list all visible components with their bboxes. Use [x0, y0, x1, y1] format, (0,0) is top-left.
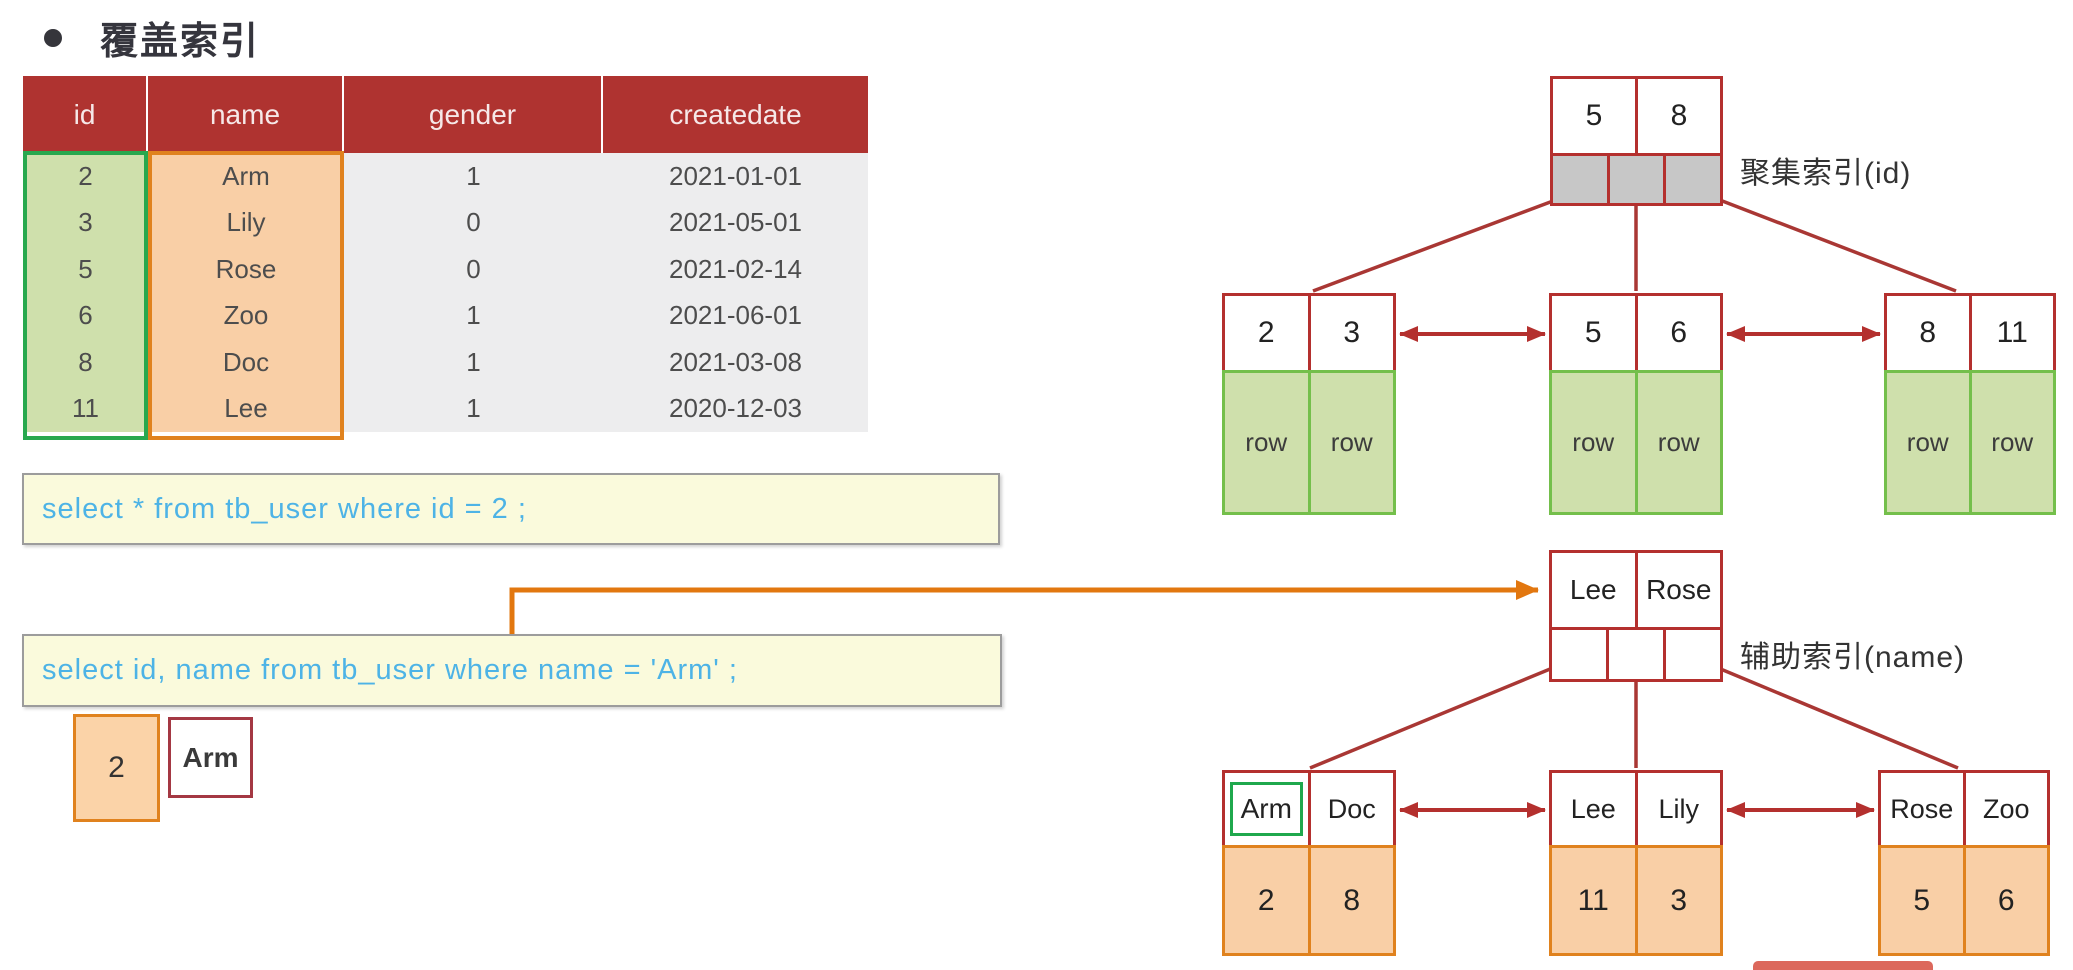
table-row: 5 Rose 0 2021-02-14 [23, 246, 868, 293]
sql-query-box-2: select id, name from tb_user where name … [22, 634, 1002, 707]
column-header-gender: gender [344, 76, 603, 153]
column-header-createdate: createdate [603, 76, 868, 153]
key-cell: Lee [1549, 770, 1638, 848]
cell-gender: 1 [344, 292, 603, 339]
result-name-box: Arm [168, 717, 253, 798]
sql-query-box-1: select * from tb_user where id = 2 ; [22, 473, 1000, 545]
cell-id: 3 [23, 199, 148, 246]
key-cell: Lily [1637, 770, 1723, 848]
id-value-cell: 3 [1637, 845, 1723, 956]
secondary-leaf-node: Lee Lily 11 3 [1549, 770, 1723, 956]
cell-name: Lily [148, 199, 344, 246]
user-table-header: id name gender createdate [23, 76, 868, 153]
table-row: 8 Doc 1 2021-03-08 [23, 339, 868, 386]
column-header-id: id [23, 76, 148, 153]
id-value-cell: 11 [1549, 845, 1638, 956]
cell-id: 5 [23, 246, 148, 293]
table-row: 3 Lily 0 2021-05-01 [23, 199, 868, 246]
table-row: 6 Zoo 1 2021-06-01 [23, 292, 868, 339]
table-row: 11 Lee 1 2020-12-03 [23, 385, 868, 432]
sql-query-1-text: select * from tb_user where id = 2 ; [42, 492, 527, 525]
sql-query-2-text: select id, name from tb_user where name … [42, 654, 738, 686]
secondary-index-label: 辅助索引(name) [1740, 641, 1966, 674]
cell-name: Rose [148, 246, 344, 293]
row-data-cell: row [1884, 370, 1972, 515]
cell-gender: 0 [344, 199, 603, 246]
secondary-leaf-node: Rose Zoo 5 6 [1878, 770, 2050, 956]
clustered-index-label: 聚集索引(id) [1740, 157, 1912, 190]
id-value-cell: 8 [1310, 845, 1396, 956]
cell-gender: 1 [344, 339, 603, 386]
key-cell: 8 [1884, 293, 1972, 373]
result-id-box: 2 [73, 714, 160, 822]
cell-gender: 1 [344, 153, 603, 200]
bullet-icon [44, 28, 62, 47]
cell-createdate: 2021-06-01 [603, 292, 868, 339]
key-cell-highlighted: Arm [1222, 770, 1311, 848]
cell-gender: 1 [344, 385, 603, 432]
pointer-cell [1549, 627, 1609, 682]
cell-name: Arm [148, 153, 344, 200]
user-table: id name gender createdate 2 Arm 1 2021-0… [23, 76, 868, 432]
key-cell: Lee [1549, 550, 1638, 630]
key-cell: 5 [1549, 293, 1638, 373]
secondary-root-node: Lee Rose [1549, 550, 1723, 682]
secondary-root-keys: Lee Rose [1549, 550, 1723, 630]
row-data-cell: row [1222, 370, 1311, 515]
cell-createdate: 2021-03-08 [603, 339, 868, 386]
cell-name: Lee [148, 385, 344, 432]
pointer-cell [1666, 627, 1723, 682]
key-cell: 8 [1638, 76, 1723, 156]
cell-name: Zoo [148, 292, 344, 339]
cell-gender: 0 [344, 246, 603, 293]
table-row: 2 Arm 1 2021-01-01 [23, 153, 868, 200]
pointer-cell [1666, 153, 1724, 206]
key-cell: 3 [1310, 293, 1396, 373]
cell-id: 8 [23, 339, 148, 386]
key-cell: Rose [1637, 550, 1723, 630]
row-data-cell: row [1971, 370, 2056, 515]
bottom-logo-sliver [1753, 961, 1933, 970]
id-value-cell: 5 [1878, 845, 1966, 956]
pointer-cell [1609, 153, 1667, 206]
key-cell: 11 [1971, 293, 2056, 373]
cell-id: 11 [23, 385, 148, 432]
key-cell: 5 [1550, 76, 1638, 156]
key-cell: Doc [1310, 770, 1396, 848]
row-data-cell: row [1549, 370, 1638, 515]
cell-id: 6 [23, 292, 148, 339]
cell-createdate: 2021-02-14 [603, 246, 868, 293]
pointer-cell [1609, 627, 1666, 682]
cell-createdate: 2020-12-03 [603, 385, 868, 432]
clustered-tree-edges [1312, 190, 1957, 293]
page-title: 覆盖索引 [100, 21, 261, 63]
clustered-root-node: 5 8 [1550, 76, 1724, 206]
secondary-leaf-node: Arm Doc 2 8 [1222, 770, 1396, 956]
row-data-cell: row [1310, 370, 1396, 515]
id-value-cell: 6 [1965, 845, 2050, 956]
cell-createdate: 2021-01-01 [603, 153, 868, 200]
clustered-leaf-node: 2 3 row row [1222, 293, 1396, 515]
pointer-cell [1550, 153, 1610, 206]
clustered-leaf-node: 8 11 row row [1884, 293, 2056, 515]
slide-title-row: 覆盖索引 [44, 10, 260, 65]
key-cell: Zoo [1965, 770, 2050, 848]
cell-createdate: 2021-05-01 [603, 199, 868, 246]
key-cell: Rose [1878, 770, 1966, 848]
clustered-root-keys: 5 8 [1550, 76, 1723, 156]
key-cell: 2 [1222, 293, 1311, 373]
clustered-root-pointers [1550, 153, 1724, 206]
key-cell: 6 [1637, 293, 1723, 373]
query-to-secondary-index-arrow [509, 580, 1539, 634]
id-value-cell: 2 [1222, 845, 1311, 956]
arm-key-highlight-box: Arm [1229, 782, 1303, 836]
secondary-root-pointers [1549, 627, 1723, 682]
column-header-name: name [148, 76, 344, 153]
clustered-leaf-node: 5 6 row row [1549, 293, 1723, 515]
row-data-cell: row [1637, 370, 1723, 515]
cell-id: 2 [23, 153, 148, 200]
cell-name: Doc [148, 339, 344, 386]
